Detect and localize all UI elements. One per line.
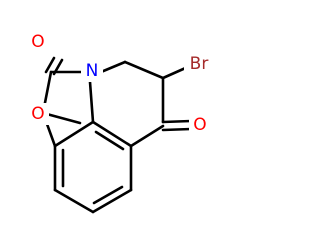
molecule-structure: O O N Br O: [27, 31, 214, 214]
atom-o-carbonyl: O: [31, 32, 44, 52]
bond-ar-inner-1: [94, 130, 125, 151]
atom-br: Br: [190, 54, 209, 74]
bond-ar-3: [91, 188, 133, 214]
bonds: [41, 56, 193, 214]
bond-ar-inner-2: [92, 185, 124, 205]
atom-o-ring: O: [31, 104, 44, 124]
bond-ar-4: [53, 188, 95, 214]
bond-cket-ar: [129, 124, 165, 148]
bond-c-o-double-a: [44, 56, 56, 74]
bond-ar-1: [91, 120, 133, 148]
atom-labels: O O N Br O: [27, 31, 214, 136]
bond-oring-ar: [41, 111, 82, 125]
bond-ketone-b: [161, 127, 193, 132]
bond-ch2-chbr: [123, 60, 165, 80]
atom-n: N: [86, 61, 99, 81]
atom-o-ketone: O: [193, 115, 206, 135]
bond-ketone-a: [161, 119, 193, 124]
bond-n-ar: [88, 80, 95, 124]
bond-n-ch2: [99, 60, 127, 74]
structure-svg: O O N Br O: [27, 31, 214, 214]
bond-ar-6: [53, 120, 95, 148]
